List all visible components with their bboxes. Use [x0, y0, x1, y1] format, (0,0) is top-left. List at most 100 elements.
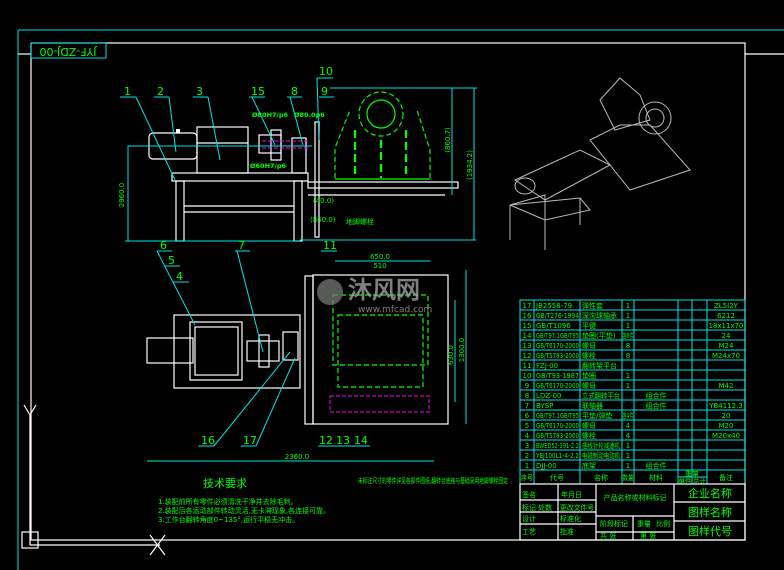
- part-qty: 8: [626, 352, 630, 360]
- part-no: 14: [523, 332, 532, 340]
- part-qty: 1: [626, 372, 630, 380]
- part-no: 17: [523, 302, 532, 310]
- header-single: 单件: [679, 477, 692, 486]
- header-name: 名称: [594, 473, 608, 482]
- drawing-number: 图样代号: [688, 524, 732, 538]
- part-note: ZL5I2Y: [714, 302, 739, 310]
- tech-req-line-1: 1.装配前所有零件必须清洗干净并去除毛刺。: [158, 497, 298, 506]
- balloon-17: 17: [243, 434, 257, 447]
- balloon-1: 1: [124, 85, 131, 98]
- sheet-label: 第 张: [640, 531, 656, 540]
- part-no: 2: [525, 452, 529, 460]
- part-no: 10: [523, 372, 532, 380]
- part-code: YEJ100L1-4-2.2: [535, 452, 579, 460]
- part-name: 螺母: [582, 421, 596, 430]
- dim-total-len: 2360.0: [285, 453, 310, 461]
- sign-label: 签名: [522, 490, 536, 499]
- balloon-2: 2: [157, 85, 164, 98]
- header-total: 总计: [693, 477, 706, 486]
- header-weight: 重量: [685, 470, 699, 478]
- part-name: 螺母: [582, 341, 596, 350]
- part-no: 8: [525, 392, 529, 400]
- part-qty: 各8件: [623, 331, 634, 340]
- part-note: YB4112.3: [708, 402, 743, 410]
- part-qty: 1: [626, 322, 630, 330]
- part-note: 18x11x70: [708, 322, 743, 330]
- part-code: GB/T1096: [536, 322, 571, 330]
- part-qty: 1: [626, 312, 630, 320]
- ucs-axis-icon: [21, 404, 166, 556]
- material-mark: 产品名称或材料标记: [604, 493, 667, 502]
- part-qty: 1: [626, 302, 630, 310]
- dim-side-h2: 1300.0: [458, 338, 466, 363]
- balloon-14: 14: [354, 434, 368, 447]
- part-code: BWED52-391-2.2: [536, 442, 579, 450]
- part-material: 组合件: [646, 401, 667, 410]
- part-no: 15: [523, 322, 532, 330]
- change-label: 更改文件号: [560, 503, 594, 512]
- balloon-15: 15: [251, 85, 265, 98]
- part-code: GB/T97.1GB/T95: [536, 412, 579, 420]
- dim-840: (840.0): [310, 216, 336, 224]
- balloon-4: 4: [176, 270, 183, 283]
- part-no: 5: [525, 422, 529, 430]
- part-note: 20: [722, 412, 731, 420]
- part-code: GB/T276-1994: [536, 312, 579, 320]
- part-name: 电磁制动电动机: [582, 451, 620, 460]
- process-label: 工艺: [522, 528, 536, 536]
- part-qty: 4: [626, 422, 631, 430]
- dim-fit-3: Ø60H7/p6: [250, 162, 287, 170]
- part-note: M24: [719, 342, 734, 350]
- part-name: 摆线针轮减速机: [582, 441, 620, 450]
- part-code: GB/T6170-2000: [536, 342, 579, 350]
- plan-dimensions: 650.0 510 630.0 1300.0 2360.0: [147, 253, 467, 462]
- part-name: 垫圈: [582, 371, 596, 380]
- part-name: 立式翻转平台: [582, 391, 620, 400]
- watermark-brand: 沐风网: [348, 276, 420, 304]
- part-no: 9: [525, 382, 529, 390]
- part-material: 组合件: [646, 391, 667, 400]
- drawing-code: JYF-ZDJ-00: [39, 45, 97, 58]
- mark-label: 标记: [522, 503, 536, 512]
- balloon-8: 8: [291, 85, 298, 98]
- part-note: M20: [719, 422, 734, 430]
- date-label: 年月日: [561, 490, 582, 499]
- part-material: 组合件: [646, 461, 667, 470]
- part-no: 6: [525, 412, 530, 420]
- part-name: 螺栓: [582, 351, 596, 360]
- weight-label: 重量: [637, 520, 651, 528]
- dim-fit-2: Ø80.0p6: [294, 111, 325, 119]
- part-no: 3: [525, 442, 529, 450]
- dim-height-left: 2960.0: [118, 183, 126, 208]
- dim-fit-1: Ø80H7/p6: [252, 111, 289, 119]
- dim-side-h1: 630.0: [447, 345, 455, 365]
- part-code: GB/T5783-2000: [536, 352, 579, 360]
- drawing-code-box: [30, 42, 107, 59]
- part-no: 13: [523, 342, 532, 350]
- part-name: 螺栓: [582, 431, 596, 440]
- approve-label: 批准: [560, 527, 574, 536]
- dim-40: (40.0): [313, 197, 334, 205]
- company-name: 企业名称: [688, 486, 732, 500]
- part-name: 深沟球轴承: [582, 311, 617, 320]
- part-no: 12: [523, 352, 532, 360]
- tech-req-title: 技术要求: [203, 477, 247, 490]
- part-note: M42: [719, 382, 734, 390]
- part-note: M24x70: [712, 352, 740, 360]
- part-no: 11: [523, 362, 532, 370]
- scale-label: 比例: [656, 519, 670, 528]
- part-code: GB/T6170-2000: [536, 422, 579, 430]
- part-no: 4: [525, 432, 530, 440]
- part-qty: 各4件: [623, 411, 634, 420]
- part-qty: 1: [626, 382, 630, 390]
- balloon-12: 12: [319, 434, 333, 447]
- part-name: 平键: [582, 321, 596, 330]
- part-qty: 8: [626, 342, 630, 350]
- sheets-label: 共 张: [600, 531, 616, 540]
- part-no: 7: [525, 402, 529, 410]
- tech-req-line-2: 2.装配后各运动部件转动灵活,无卡滞现象,各连接可靠。: [158, 506, 330, 515]
- part-code: GB/T97.1GB/T95: [536, 332, 579, 340]
- balloon-3: 3: [196, 85, 203, 98]
- part-code: FZJ-00: [536, 362, 558, 370]
